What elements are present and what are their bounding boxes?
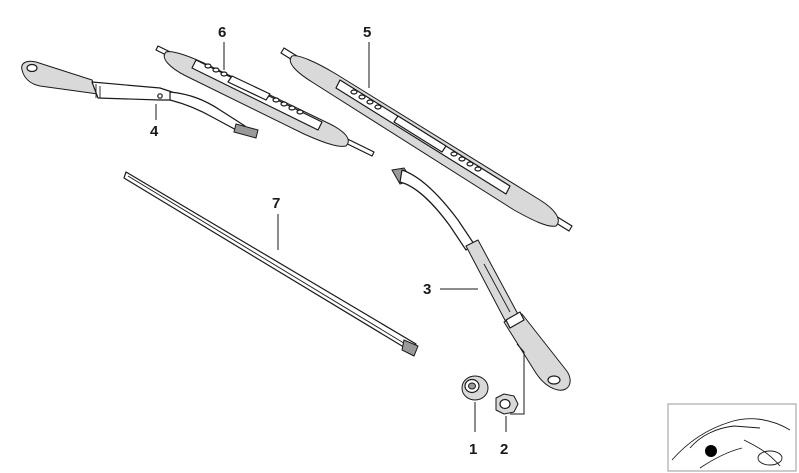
cover-cap[interactable] (461, 375, 489, 401)
blade-right-clip-row (350, 89, 482, 172)
callout-3: 3 (423, 281, 431, 298)
callout-4: 4 (150, 123, 159, 140)
callout-6: 6 (218, 24, 226, 41)
leader-lines (155, 42, 525, 432)
callout-1: 1 (469, 441, 477, 458)
hex-nut[interactable] (495, 393, 519, 415)
blade-left-clip-row (204, 63, 304, 115)
wiper-blade-left[interactable] (155, 45, 375, 157)
callout-2: 2 (500, 441, 508, 458)
wiper-arm-left[interactable] (21, 60, 259, 139)
car-location-thumbnail-icon (667, 403, 797, 472)
callout-7: 7 (272, 195, 280, 212)
location-marker (705, 445, 717, 457)
wiper-rubber-insert[interactable] (123, 171, 419, 357)
wiper-blade-right[interactable] (280, 47, 573, 232)
wiper-arm-right[interactable] (391, 167, 571, 391)
callout-5: 5 (363, 24, 371, 41)
